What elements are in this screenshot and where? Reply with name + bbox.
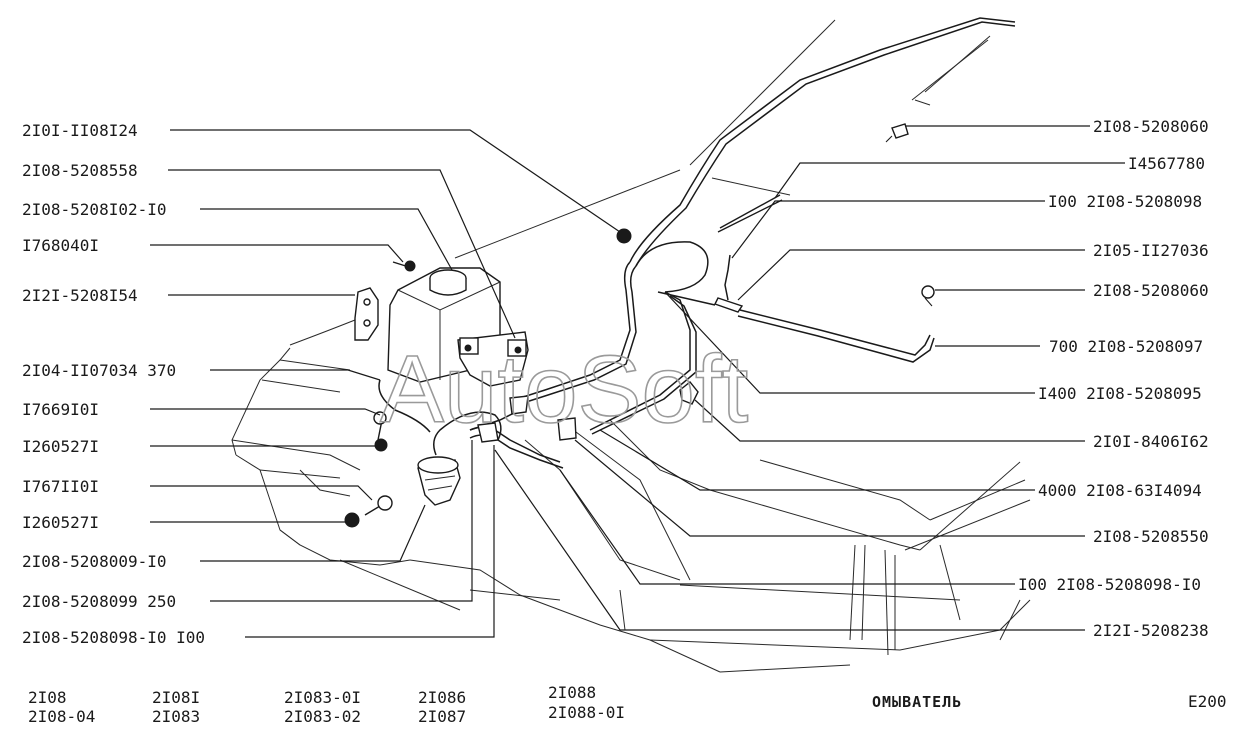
washer-pump-assembly <box>457 331 529 387</box>
right-label-column: 2I08-5208060 I4567780 I00 2I08-5208098 2… <box>1018 117 1209 640</box>
model-line2: 2I083 <box>152 707 200 726</box>
label-2121-5208238: 2I2I-5208238 <box>1093 621 1209 640</box>
label-2108-5208099-250: 2I08-5208099 250 <box>22 592 176 611</box>
label-17669101: I7669I0I <box>22 400 99 419</box>
leader-lines-right <box>494 125 1125 631</box>
filter-pump-lower <box>417 456 461 506</box>
left-label-column: 2I0I-II08I24 2I08-5208558 2I08-5208I02-I… <box>22 121 205 647</box>
leader-lines-left <box>150 129 621 638</box>
label-700-2108-5208097: 700 2I08-5208097 <box>1049 337 1203 356</box>
small-parts <box>344 123 935 528</box>
label-2101-8406162: 2I0I-8406I62 <box>1093 432 1209 451</box>
footer-models: 2I08 2I08-04 2I08I 2I083 2I083-0I 2I083-… <box>28 683 625 726</box>
label-2108-5208102-10: 2I08-5208I02-I0 <box>22 200 167 219</box>
label-17671101: I767II0I <box>22 477 99 496</box>
car-body-outline <box>231 19 1031 673</box>
label-2108-5208009-10: 2I08-5208009-I0 <box>22 552 167 571</box>
model-line1: 2I083-0I <box>284 688 361 707</box>
label-2108-5208060-top: 2I08-5208060 <box>1093 117 1209 136</box>
model-line2: 2I083-02 <box>284 707 361 726</box>
model-line1: 2I086 <box>418 688 466 707</box>
label-1400-2108-5208095: I400 2I08-5208095 <box>1038 384 1202 403</box>
model-line2: 2I088-0I <box>548 703 625 722</box>
label-2105-1127036: 2I05-II27036 <box>1093 241 1209 260</box>
label-14567780: I4567780 <box>1128 154 1205 173</box>
model-line2: 2I08-04 <box>28 707 95 726</box>
label-100-2108-5208098-10: I00 2I08-5208098-I0 <box>1018 575 1201 594</box>
label-17680401: I768040I <box>22 236 99 255</box>
model-line1: 2I08 <box>28 688 67 707</box>
label-2101-1108124: 2I0I-II08I24 <box>22 121 138 140</box>
watermark: AutoSoft <box>380 336 748 443</box>
label-4000-2108-6314094: 4000 2I08-63I4094 <box>1038 481 1202 500</box>
label-2121-5208154: 2I2I-5208I54 <box>22 286 138 305</box>
model-line1: 2I088 <box>548 683 596 702</box>
label-2108-5208060-mid: 2I08-5208060 <box>1093 281 1209 300</box>
label-12605271-upper: I260527I <box>22 437 99 456</box>
label-100-2108-5208098: I00 2I08-5208098 <box>1048 192 1202 211</box>
label-2108-5208558: 2I08-5208558 <box>22 161 138 180</box>
label-2108-5208550: 2I08-5208550 <box>1093 527 1209 546</box>
model-line2: 2I087 <box>418 707 466 726</box>
label-12605271-lower: I260527I <box>22 513 99 532</box>
label-2104-1107034-370: 2I04-II07034 370 <box>22 361 176 380</box>
label-2108-5208098-10-100: 2I08-5208098-I0 I00 <box>22 628 205 647</box>
page-code: E200 <box>1188 692 1227 711</box>
diagram-title: ОМЫВАТЕЛЬ <box>872 693 962 711</box>
model-line1: 2I08I <box>152 688 200 707</box>
